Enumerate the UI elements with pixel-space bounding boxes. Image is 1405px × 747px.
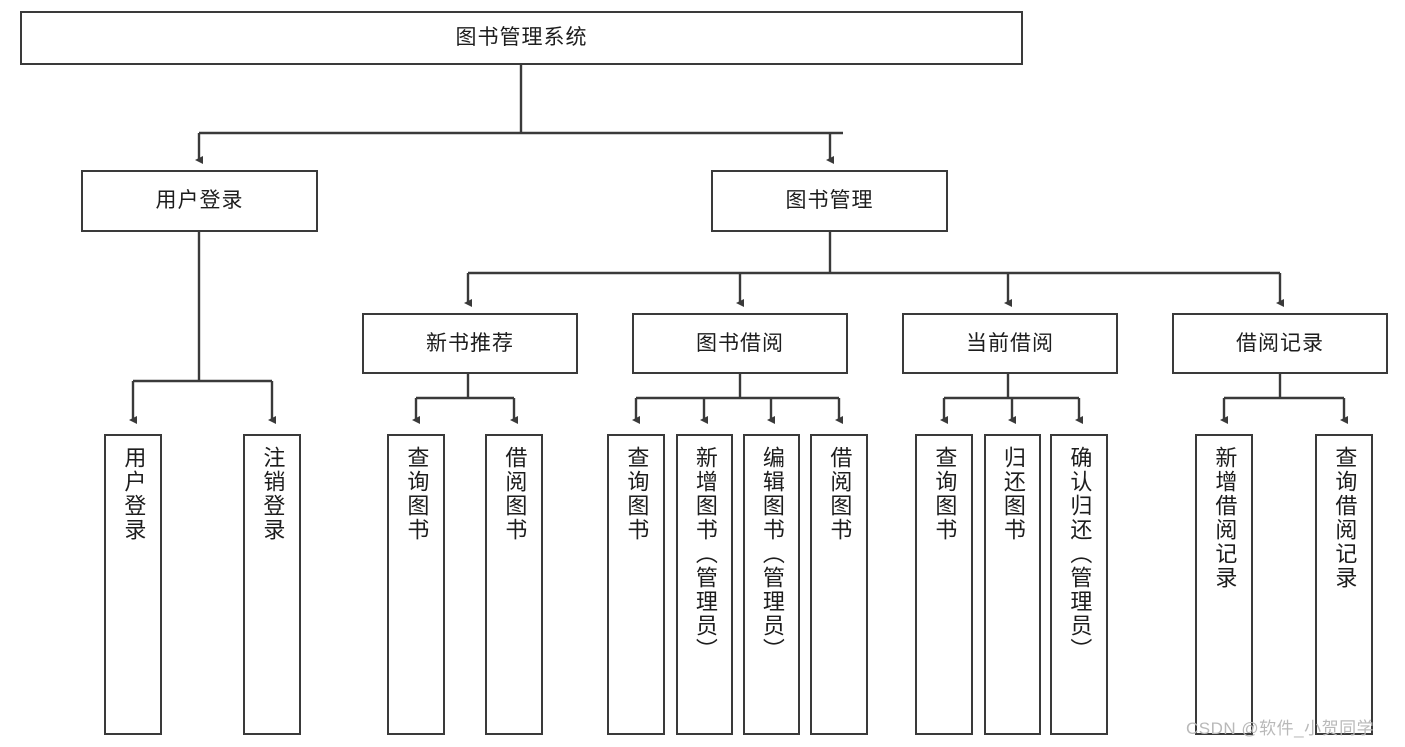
leaf-bookborrow-borrow[interactable]: 借阅图书 — [810, 434, 868, 735]
leaf-bookborrow-add-label: 新增图书（管理员） — [692, 446, 718, 662]
leaf-borrowrecord-add-label: 新增借阅记录 — [1212, 446, 1238, 590]
leaf-currentborrow-query-label: 查询图书 — [932, 446, 958, 542]
node-new-book-label: 新书推荐 — [426, 331, 514, 355]
leaf-currentborrow-confirm[interactable]: 确认归还（管理员） — [1050, 434, 1108, 735]
node-root-label: 图书管理系统 — [455, 26, 588, 50]
leaf-bookborrow-add[interactable]: 新增图书（管理员） — [676, 434, 733, 735]
leaf-bookborrow-edit-label: 编辑图书（管理员） — [759, 446, 785, 662]
leaf-borrowrecord-add[interactable]: 新增借阅记录 — [1195, 434, 1253, 735]
leaf-logout-label: 注销登录 — [260, 446, 286, 542]
node-current-borrow-label: 当前借阅 — [966, 331, 1054, 355]
node-current-borrow[interactable]: 当前借阅 — [902, 313, 1118, 374]
node-user-login-label: 用户登录 — [155, 189, 244, 213]
leaf-bookborrow-query[interactable]: 查询图书 — [607, 434, 665, 735]
leaf-user-login[interactable]: 用户登录 — [104, 434, 162, 735]
leaf-newbook-borrow[interactable]: 借阅图书 — [485, 434, 543, 735]
node-book-borrow[interactable]: 图书借阅 — [632, 313, 848, 374]
leaf-currentborrow-return-label: 归还图书 — [1000, 446, 1026, 542]
leaf-currentborrow-return[interactable]: 归还图书 — [984, 434, 1041, 735]
leaf-borrowrecord-query-label: 查询借阅记录 — [1332, 446, 1358, 590]
leaf-currentborrow-confirm-label: 确认归还（管理员） — [1067, 446, 1093, 662]
node-borrow-record[interactable]: 借阅记录 — [1172, 313, 1388, 374]
node-book-manage-label: 图书管理 — [785, 189, 874, 213]
leaf-newbook-borrow-label: 借阅图书 — [502, 446, 528, 542]
node-new-book[interactable]: 新书推荐 — [362, 313, 578, 374]
node-root[interactable]: 图书管理系统 — [20, 11, 1023, 65]
leaf-borrowrecord-query[interactable]: 查询借阅记录 — [1315, 434, 1373, 735]
leaf-logout[interactable]: 注销登录 — [243, 434, 301, 735]
leaf-newbook-query[interactable]: 查询图书 — [387, 434, 445, 735]
node-user-login[interactable]: 用户登录 — [81, 170, 318, 232]
leaf-bookborrow-query-label: 查询图书 — [624, 446, 650, 542]
leaf-bookborrow-borrow-label: 借阅图书 — [827, 446, 853, 542]
leaf-bookborrow-edit[interactable]: 编辑图书（管理员） — [743, 434, 800, 735]
node-book-borrow-label: 图书借阅 — [696, 331, 784, 355]
leaf-newbook-query-label: 查询图书 — [404, 446, 430, 542]
node-borrow-record-label: 借阅记录 — [1236, 331, 1324, 355]
leaf-user-login-label: 用户登录 — [121, 446, 147, 542]
leaf-currentborrow-query[interactable]: 查询图书 — [915, 434, 973, 735]
node-book-manage[interactable]: 图书管理 — [711, 170, 948, 232]
